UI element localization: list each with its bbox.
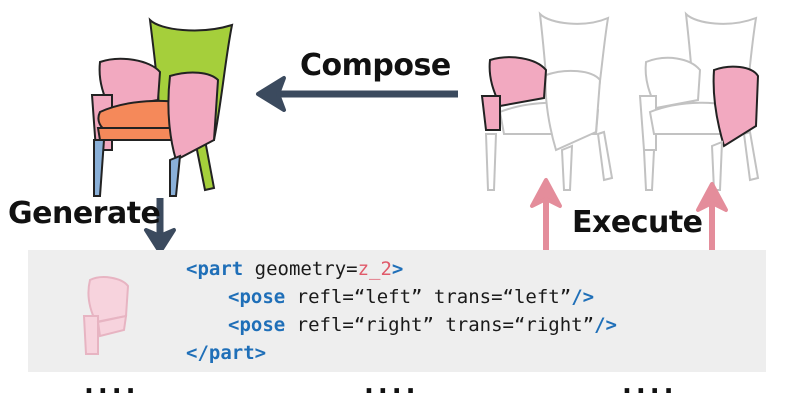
right-arm-chair-icon [638, 11, 760, 191]
compose-arrow [256, 76, 458, 112]
code-token-close: /> [571, 286, 595, 308]
code-token-attr: refl=“right” trans=“right” [285, 314, 595, 336]
code-token-tag: <pose [228, 286, 286, 308]
code-line-2: <pose refl=“left” trans=“left”/> [228, 286, 594, 308]
code-token-close: /> [594, 314, 617, 336]
ellipsis-left: .... [84, 370, 140, 400]
left-arm-chair-icon [480, 11, 614, 191]
ellipsis-right: .... [622, 370, 678, 400]
generated-arm-part-icon [82, 276, 130, 355]
compose-label: Compose [300, 48, 451, 83]
code-panel: <part geometry=z_2> <pose refl=“left” tr… [28, 250, 766, 372]
code-token-tag: <pose [228, 314, 286, 336]
composed-chair-icon [90, 17, 234, 197]
code-token-var: z_2 [357, 258, 392, 280]
code-token-tag: </part> [186, 342, 267, 364]
code-token-close: > [391, 258, 404, 280]
code-token-attr: refl=“left” trans=“left” [285, 286, 572, 308]
code-line-1: <part geometry=z_2> [186, 258, 403, 280]
execute-label: Execute [572, 205, 703, 240]
generate-arrow [144, 198, 176, 254]
code-token-tag: <part [186, 258, 244, 280]
code-token-attr: geometry= [243, 258, 358, 280]
generate-label: Generate [8, 196, 161, 231]
ellipsis-center: .... [364, 370, 420, 400]
code-line-3: <pose refl=“right” trans=“right”/> [228, 314, 617, 336]
code-line-4: </part> [186, 342, 266, 364]
